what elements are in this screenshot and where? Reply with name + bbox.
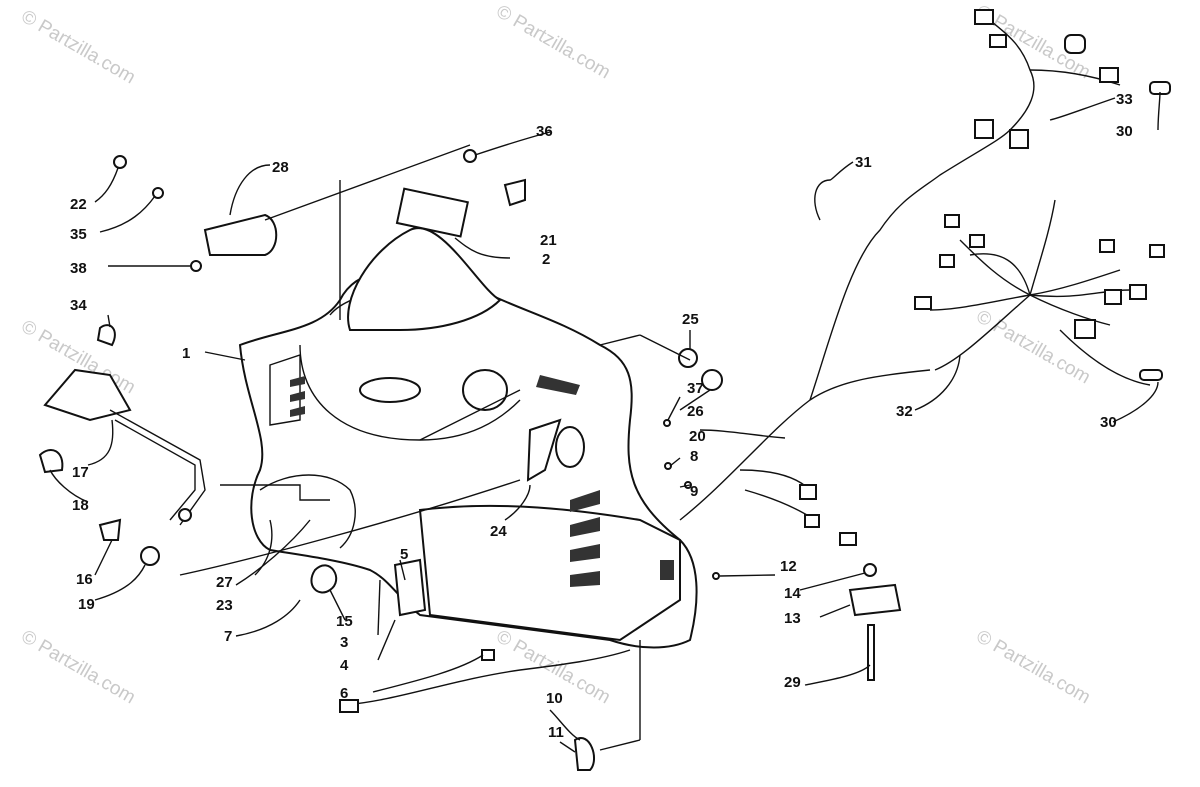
callout-13: 13 — [784, 610, 801, 627]
nut — [113, 155, 127, 169]
regulator — [848, 583, 902, 617]
callout-34: 34 — [70, 297, 87, 314]
callout-1: 1 — [182, 345, 190, 362]
connector — [799, 484, 817, 500]
callout-11: 11 — [548, 724, 564, 741]
connector — [1099, 239, 1115, 253]
callout-32: 32 — [896, 403, 913, 420]
callout-38: 38 — [70, 260, 87, 277]
connector — [969, 234, 985, 248]
grommet — [463, 149, 477, 163]
knob — [98, 518, 122, 541]
connector — [1139, 369, 1163, 381]
callout-7: 7 — [224, 628, 232, 645]
screw-6 — [481, 649, 495, 661]
grommet-25 — [678, 348, 698, 368]
callout-8: 8 — [690, 448, 698, 465]
callout-15: 15 — [336, 613, 353, 630]
spacer — [863, 563, 877, 577]
callout-23: 23 — [216, 597, 233, 614]
callout-35: 35 — [70, 226, 87, 243]
connector — [804, 514, 820, 528]
callout-16: 16 — [76, 571, 93, 588]
callout-29: 29 — [784, 674, 801, 691]
callout-14: 14 — [784, 585, 801, 602]
callout-3: 3 — [340, 634, 348, 651]
watermark: © Partzilla.com — [18, 626, 139, 708]
side-clip — [526, 418, 562, 482]
connector — [1064, 34, 1086, 54]
clip — [393, 558, 427, 617]
connector — [939, 254, 955, 268]
callout-2: 2 — [542, 251, 550, 268]
boot — [96, 324, 116, 347]
connector — [1099, 67, 1119, 83]
callout-18: 18 — [72, 497, 89, 514]
latch — [310, 564, 338, 594]
connector — [1074, 319, 1096, 339]
callout-25: 25 — [682, 311, 699, 328]
grommet-26 — [701, 369, 723, 391]
callout-6: 6 — [340, 685, 348, 702]
wiring-harness — [339, 9, 1171, 713]
watermark: © Partzilla.com — [973, 626, 1094, 708]
callout-36: 36 — [536, 123, 553, 140]
callout-30-bottom: 30 — [1100, 414, 1117, 431]
switch — [503, 178, 526, 207]
rivet-37 — [663, 419, 671, 427]
callout-17: 17 — [72, 464, 89, 481]
connector — [1104, 289, 1122, 305]
connector — [839, 532, 857, 546]
leader-lines — [49, 91, 1161, 753]
washer — [152, 187, 164, 199]
watermark: © Partzilla.com — [973, 306, 1094, 388]
callout-27: 27 — [216, 574, 233, 591]
callout-9: 9 — [690, 483, 698, 500]
clip-18 — [38, 449, 64, 474]
connector — [339, 699, 359, 713]
callout-4: 4 — [340, 657, 349, 674]
decal — [395, 187, 469, 238]
callout-5: 5 — [400, 546, 408, 563]
throttle-cable — [43, 368, 206, 526]
clip-11 — [573, 737, 595, 771]
callout-19: 19 — [78, 596, 95, 613]
callout-10: 10 — [546, 690, 563, 707]
connector — [989, 34, 1007, 48]
connector — [974, 119, 994, 139]
callout-31: 31 — [855, 154, 872, 171]
callout-labels: 1 2 3 4 5 6 7 8 9 10 11 12 13 14 15 16 1… — [70, 91, 1133, 741]
watermark: © Partzilla.com — [493, 1, 614, 83]
callout-22: 22 — [70, 196, 87, 213]
hardware — [38, 149, 902, 771]
dash-panel — [347, 227, 502, 331]
connector — [1009, 129, 1029, 149]
callout-24: 24 — [490, 523, 507, 540]
bolt — [867, 624, 875, 681]
trim-pieces — [203, 187, 562, 617]
connector — [974, 9, 994, 25]
callout-12: 12 — [780, 558, 797, 575]
connector — [1129, 284, 1147, 300]
callout-20: 20 — [689, 428, 706, 445]
callout-21: 21 — [540, 232, 557, 249]
connector — [914, 296, 932, 310]
callout-33: 33 — [1116, 91, 1133, 108]
connector — [944, 214, 960, 228]
callout-37: 37 — [687, 380, 704, 397]
console-housing — [238, 269, 698, 649]
callout-28: 28 — [272, 159, 289, 176]
nut-12 — [712, 572, 720, 580]
watermark: © Partzilla.com — [18, 6, 139, 88]
light — [140, 546, 160, 566]
callout-30-top: 30 — [1116, 123, 1133, 140]
bracket — [203, 213, 278, 256]
connector — [1149, 244, 1165, 258]
callout-26: 26 — [687, 403, 704, 420]
nut — [190, 260, 202, 272]
